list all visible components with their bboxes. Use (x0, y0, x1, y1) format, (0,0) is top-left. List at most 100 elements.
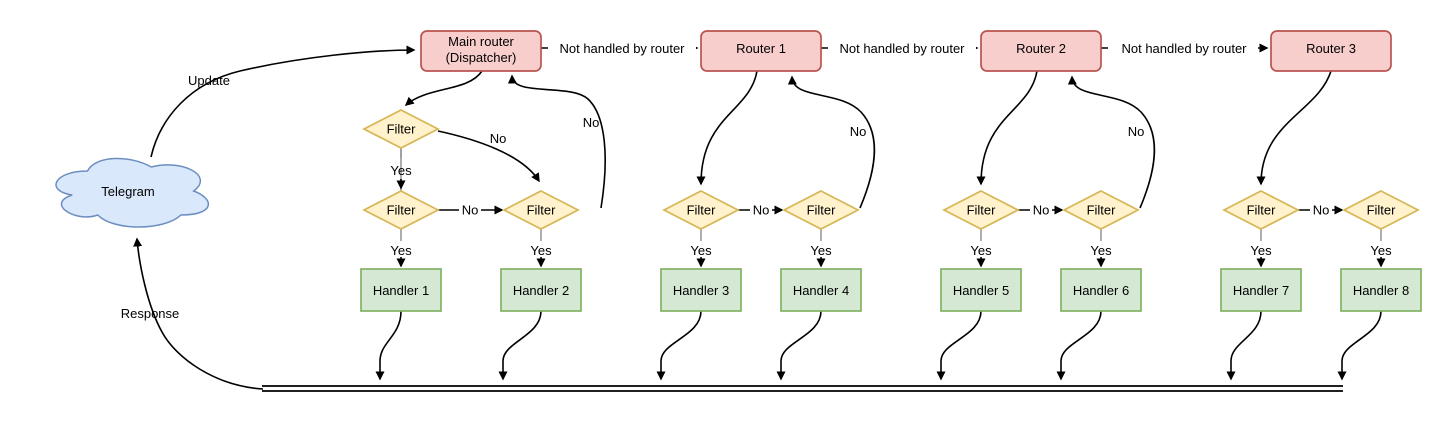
router1-box (700, 30, 822, 72)
no-bg-bc (459, 203, 481, 217)
edge-filter-1r-no-return (787, 75, 876, 209)
filter-1r: Filter (782, 190, 860, 230)
edge-filter-2r-no-return (1067, 75, 1156, 209)
filter-1r-shape (782, 190, 860, 230)
handler6-box (1060, 268, 1142, 312)
edge-filter-a-no (437, 130, 540, 183)
not-handled-1-label: Not handled by router (559, 41, 685, 56)
no-label-2: No (1033, 203, 1050, 218)
filter-2r-shape (1062, 190, 1140, 230)
edges (133, 43, 1386, 392)
no-label-return-1: No (850, 124, 867, 139)
not-handled-1-bg (548, 41, 696, 56)
handler1-label: Handler 1 (373, 283, 429, 298)
filter-1l-shape (662, 190, 740, 230)
handler7-box (1220, 268, 1302, 312)
response-label: Response (121, 306, 180, 321)
handler3-box (660, 268, 742, 312)
not-handled-2-bg (828, 41, 976, 56)
node-main-router: Main router (Dispatcher) (420, 30, 542, 72)
yes-label-6: Yes (1090, 243, 1112, 258)
filter-1r-label: Filter (807, 203, 837, 218)
yes-label-3: Yes (690, 243, 712, 258)
no-label-3: No (1313, 203, 1330, 218)
filter-2l-shape (942, 190, 1020, 230)
filter-c-label: Filter (527, 203, 557, 218)
filter-2l-label: Filter (967, 203, 997, 218)
yes-label-8: Yes (1370, 243, 1392, 258)
no-bg-3 (1310, 203, 1332, 217)
router2-box (980, 30, 1102, 72)
node-router-2: Router 2 (980, 30, 1102, 72)
filter-a-shape (362, 109, 440, 149)
filter-2r: Filter (1062, 190, 1140, 230)
filter-3l-label: Filter (1247, 203, 1277, 218)
node-handler-1: Handler 1 (360, 268, 442, 312)
no-label-1: No (753, 203, 770, 218)
filter-2r-label: Filter (1087, 203, 1117, 218)
node-handler-4: Handler 4 (780, 268, 862, 312)
handler3-label: Handler 3 (673, 283, 729, 298)
edge-handler2-bus (498, 310, 542, 381)
handler5-label: Handler 5 (953, 283, 1009, 298)
no-bg-1 (750, 203, 772, 217)
yes-label-4: Yes (810, 243, 832, 258)
main-router-sublabel: (Dispatcher) (446, 50, 517, 65)
edge-handler5-bus (936, 310, 982, 381)
router2-label: Router 2 (1016, 41, 1066, 56)
handler4-label: Handler 4 (793, 283, 849, 298)
handler6-label: Handler 6 (1073, 283, 1129, 298)
cloud-icon (55, 157, 210, 228)
no-label-bc: No (462, 203, 479, 218)
edge-labels: Update Response Not handled by router No… (121, 41, 1392, 321)
no-label-filter-a: No (490, 131, 507, 146)
edge-router2-to-filter (976, 70, 1038, 186)
no-label-return-main: No (583, 115, 600, 130)
edge-filter-c-no-return (507, 74, 606, 209)
handler4-box (780, 268, 862, 312)
filter-3r: Filter (1342, 190, 1420, 230)
node-handler-5: Handler 5 (940, 268, 1022, 312)
main-router-label: Main router (448, 34, 514, 49)
filter-3r-shape (1342, 190, 1420, 230)
filter-3l: Filter (1222, 190, 1300, 230)
filter-b-shape (362, 190, 440, 230)
main-router-box (420, 30, 542, 72)
edge-handler1-bus (375, 310, 402, 381)
yes-label-2: Yes (530, 243, 552, 258)
filter-3r-label: Filter (1367, 203, 1397, 218)
edge-router1-to-filter (696, 70, 758, 186)
edge-router3-to-filter (1256, 70, 1332, 186)
yes-label-5: Yes (970, 243, 992, 258)
node-handler-6: Handler 6 (1060, 268, 1142, 312)
filter-3l-shape (1222, 190, 1300, 230)
node-handler-3: Handler 3 (660, 268, 742, 312)
node-handler-8: Handler 8 (1340, 268, 1422, 312)
handler8-label: Handler 8 (1353, 283, 1409, 298)
handler5-box (940, 268, 1022, 312)
edge-handler6-bus (1056, 310, 1102, 381)
edge-dispatcher-to-filter-a (404, 70, 483, 106)
node-router-1: Router 1 (700, 30, 822, 72)
edge-handler8-bus (1337, 310, 1382, 381)
yes-label-1: Yes (390, 243, 412, 258)
edge-response (133, 237, 264, 390)
router3-label: Router 3 (1306, 41, 1356, 56)
filter-2l: Filter (942, 190, 1020, 230)
telegram-label: Telegram (101, 184, 154, 199)
not-handled-3-bg (1108, 41, 1258, 56)
not-handled-3-label: Not handled by router (1121, 41, 1247, 56)
filter-b-label: Filter (387, 203, 417, 218)
yes-label-a: Yes (390, 163, 412, 178)
filter-c-shape (502, 190, 580, 230)
edge-handler4-bus (776, 310, 822, 381)
node-router-3: Router 3 (1270, 30, 1392, 72)
handler2-label: Handler 2 (513, 283, 569, 298)
edge-handler3-bus (656, 310, 702, 381)
update-label: Update (188, 73, 230, 88)
handler7-label: Handler 7 (1233, 283, 1289, 298)
nodes: Telegram Main router (Dispatcher) Router… (55, 30, 1422, 312)
yes-label-7: Yes (1250, 243, 1272, 258)
filter-a-label: Filter (387, 122, 417, 137)
